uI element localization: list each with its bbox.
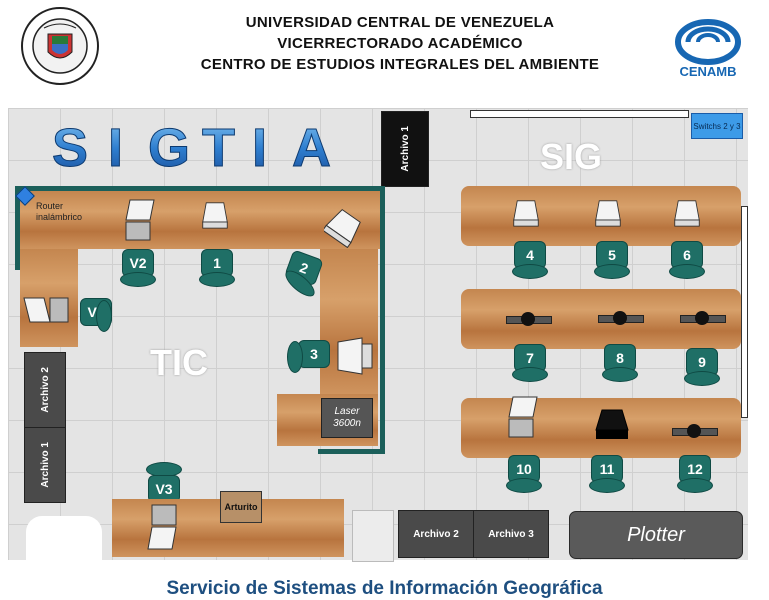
seat-v3: V3 <box>148 475 180 503</box>
monitor-stand <box>521 312 535 326</box>
plotter: Plotter <box>569 511 743 559</box>
sigtia-letter: A <box>292 118 331 176</box>
header-line-3: CENTRO DE ESTUDIOS INTEGRALES DEL AMBIEN… <box>200 56 600 73</box>
cabinet-archivo-2-left: Archivo 2 <box>24 352 66 428</box>
laser-printer: Laser 3600n <box>321 398 373 438</box>
laptop-icon <box>508 396 538 438</box>
monitor-icon <box>674 200 700 227</box>
monitor-stand <box>687 424 701 438</box>
seat-base <box>669 264 705 279</box>
sig-wall-right <box>741 206 748 418</box>
monitor-icon <box>324 209 361 248</box>
header-line-1: UNIVERSIDAD CENTRAL DE VENEZUELA <box>245 14 555 31</box>
laptop-icon <box>147 504 177 550</box>
cabinet-label: Archivo 1 <box>399 126 411 172</box>
door-area <box>26 516 102 560</box>
tic-wall-bottom <box>318 449 385 454</box>
sigtia-letter: I <box>252 118 267 176</box>
cabinet-archivo-3-bottom: Archivo 3 <box>473 510 549 558</box>
laptop-icon <box>23 297 69 323</box>
cenamb-logo <box>674 19 742 65</box>
tic-desk-top <box>20 191 380 249</box>
seat-base <box>96 300 112 332</box>
room-label-sig: SIG <box>540 136 603 177</box>
footer-title: Servicio de Sistemas de Información Geog… <box>166 578 603 599</box>
room-label-tic: TIC <box>150 342 208 383</box>
seat-base <box>594 264 630 279</box>
seat-base <box>287 341 303 373</box>
router-label: Router inalámbrico <box>36 201 83 222</box>
seat-base <box>199 272 235 287</box>
sigtia-letter: T <box>202 118 235 176</box>
cenamb-logo-text: CENAMB <box>679 64 737 79</box>
monitor-icon <box>202 202 228 229</box>
seat-3: 3 <box>298 340 330 368</box>
sigtia-letter: I <box>108 118 123 176</box>
cabinet-archivo-1-top: Archivo 1 <box>381 111 429 187</box>
monitor-icon <box>513 200 539 227</box>
seat-base <box>506 478 542 493</box>
sigtia-letter: S <box>52 118 88 176</box>
tic-wall-top <box>15 186 385 191</box>
monitor-stand <box>613 311 627 325</box>
seat-base <box>677 478 713 493</box>
monitor-icon <box>337 337 373 375</box>
sigtia-letter: G <box>148 118 190 176</box>
tic-wall-left <box>15 186 20 270</box>
switches-box: Switchs 2 y 3 <box>691 113 743 139</box>
seat-base <box>512 367 548 382</box>
black-monitor-icon <box>595 409 629 439</box>
cabinet-archivo-2-bottom: Archivo 2 <box>398 510 474 558</box>
seat-base <box>120 272 156 287</box>
cabinet-archivo-1-left: Archivo 1 <box>24 427 66 503</box>
whiteboard-top <box>470 110 689 118</box>
sigtia-brand-logo: S I G T I A <box>52 118 332 177</box>
cabinet-label: Archivo 2 <box>39 367 51 413</box>
floor-tile-empty <box>352 510 394 562</box>
arturito-server: Arturito <box>220 491 262 523</box>
monitor-icon <box>595 200 621 227</box>
monitor-stand <box>695 311 709 325</box>
seat-base <box>589 478 625 493</box>
seat-base <box>602 367 638 382</box>
tic-wall-right <box>380 186 385 454</box>
header-line-2: VICERRECTORADO ACADÉMICO <box>277 35 523 52</box>
seat-base <box>512 264 548 279</box>
cabinet-label: Archivo 1 <box>39 442 51 488</box>
seat-base <box>684 371 720 386</box>
laptop-icon <box>125 199 155 241</box>
ucv-seal-logo <box>21 7 99 85</box>
